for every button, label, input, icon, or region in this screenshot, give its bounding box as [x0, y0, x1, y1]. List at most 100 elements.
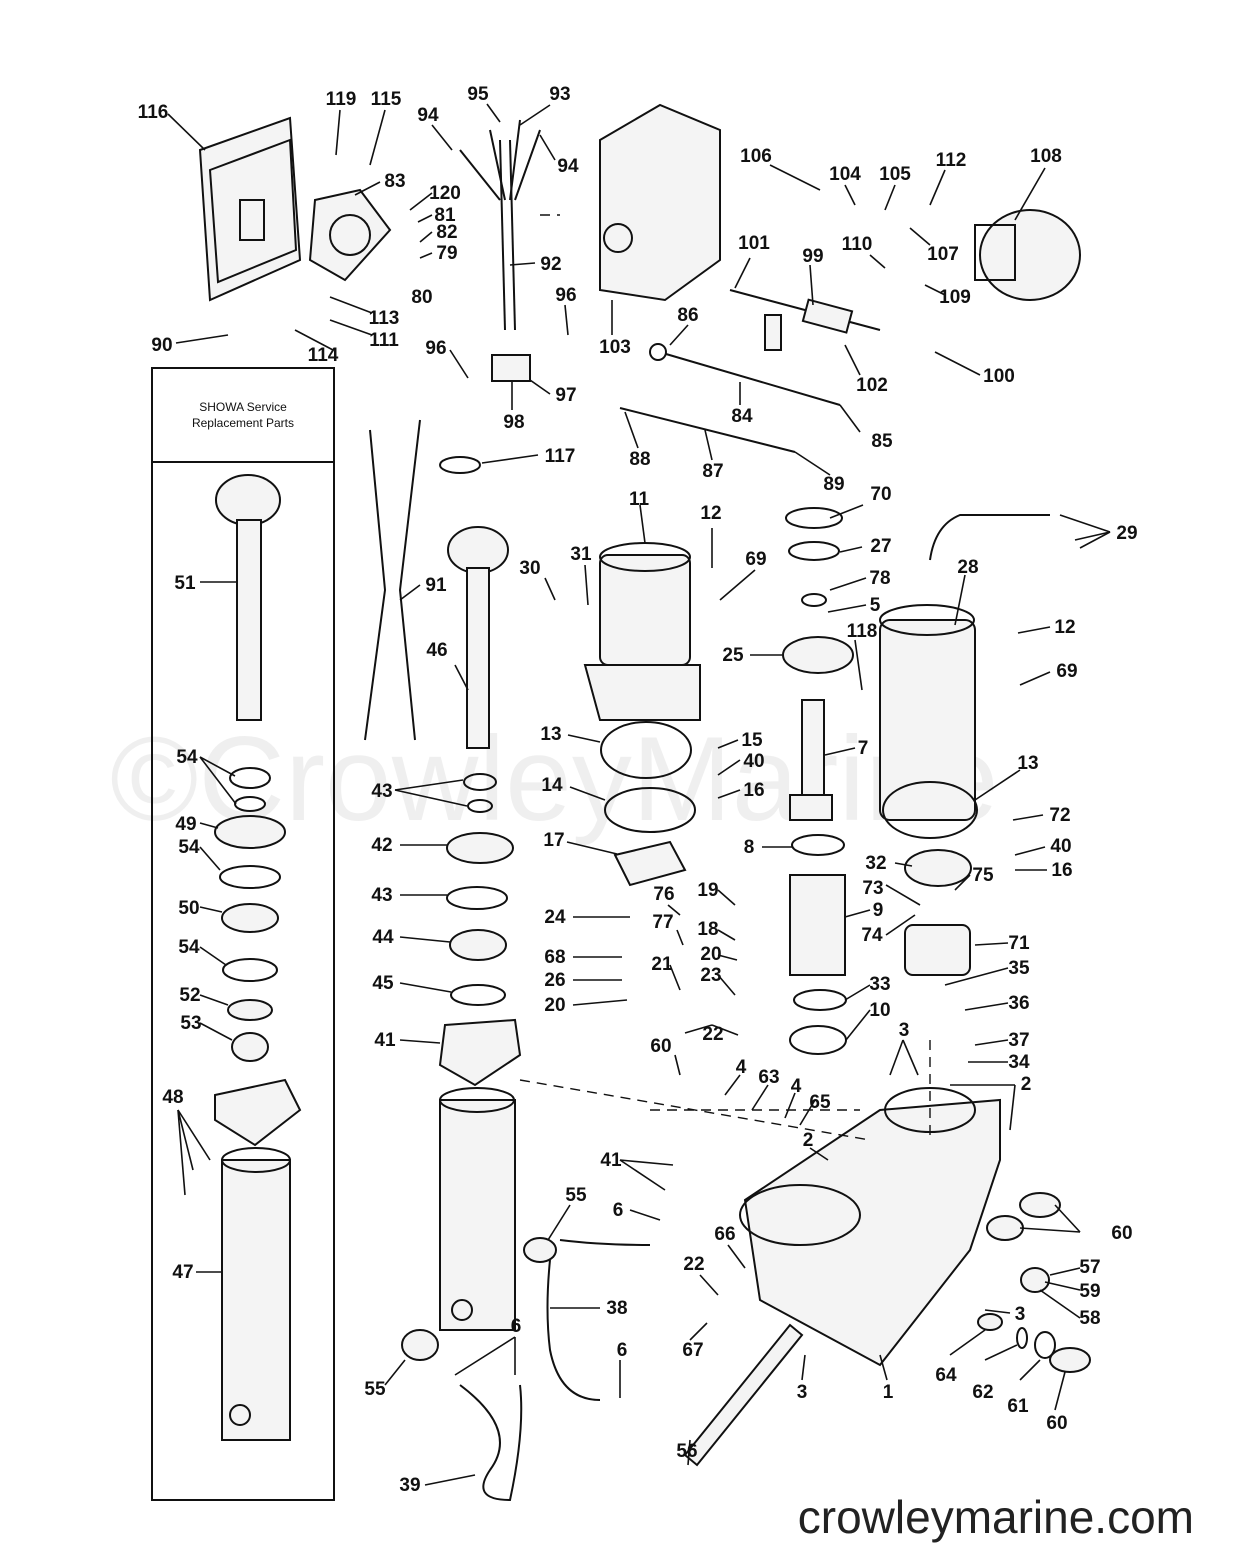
callout-label: 83	[384, 171, 405, 192]
callout-label: 104	[829, 164, 861, 185]
part-tilt-rod	[215, 474, 281, 721]
part-motor-harness	[364, 419, 421, 741]
callout-label: 34	[1008, 1052, 1030, 1073]
callout-label: 17	[543, 830, 564, 851]
callout-label: 15	[741, 730, 763, 751]
callout-label: 44	[372, 927, 394, 948]
callout-label: 55	[364, 1379, 386, 1400]
part-hydraulic-lines	[459, 1239, 651, 1502]
callout-label: 110	[842, 234, 873, 255]
callout-label: 105	[879, 164, 911, 185]
callout-label: 65	[809, 1092, 831, 1113]
callout-label: 102	[856, 375, 888, 396]
callout-label: 10	[869, 1000, 890, 1021]
callout-label: 82	[436, 222, 457, 243]
part-trim-stack	[446, 773, 514, 1006]
callout-label: 43	[371, 781, 392, 802]
callout-label: 36	[1008, 993, 1029, 1014]
callout-label: 111	[369, 330, 399, 351]
callout-label: 77	[652, 912, 673, 933]
part-bushings	[401, 1237, 557, 1361]
callout-label: 20	[700, 944, 721, 965]
callout-label: 6	[511, 1316, 522, 1337]
callout-label: 95	[467, 84, 489, 105]
callout-label: 86	[677, 305, 698, 326]
callout-label: 68	[544, 947, 565, 968]
callout-label: 13	[1017, 753, 1038, 774]
callout-label: 29	[1116, 523, 1137, 544]
callout-label: 96	[555, 285, 576, 306]
callout-label: 3	[797, 1382, 808, 1403]
callout-label: 43	[371, 885, 392, 906]
callout-label: 76	[653, 884, 674, 905]
callout-label: 75	[972, 865, 994, 886]
callout-label: 112	[936, 150, 967, 171]
callout-label: 46	[426, 640, 447, 661]
callout-label: 78	[869, 568, 890, 589]
callout-label: 6	[613, 1200, 624, 1221]
callout-label: 11	[629, 489, 650, 510]
callout-label: 97	[555, 385, 576, 406]
callout-label: 18	[697, 919, 718, 940]
callout-label: 25	[722, 645, 744, 666]
part-valve-body	[904, 849, 972, 976]
callout-label: 64	[935, 1365, 957, 1386]
callout-label: 3	[899, 1020, 910, 1041]
site-url: crowleymarine.com	[798, 1491, 1194, 1543]
service-box-title-line2: Replacement Parts	[192, 416, 294, 430]
callout-label: 52	[179, 985, 200, 1006]
part-battery-cable	[649, 343, 841, 406]
callout-label: 74	[861, 925, 883, 946]
part-o-ring-13-right	[882, 781, 978, 839]
callout-label: 26	[544, 970, 565, 991]
callout-label: 13	[540, 724, 561, 745]
callout-label: 12	[1054, 617, 1075, 638]
callout-label: 85	[871, 431, 893, 452]
callout-label: 57	[1079, 1257, 1100, 1278]
callout-label: 40	[743, 751, 764, 772]
callout-label: 60	[650, 1036, 671, 1057]
part-switch-housing	[198, 116, 302, 302]
leader-lines	[167, 103, 1111, 1486]
callout-label: 116	[138, 102, 169, 123]
callout-label: 113	[369, 308, 400, 329]
part-tilt-stack	[214, 767, 286, 1062]
callout-label: 54	[178, 837, 200, 858]
callout-label: 119	[326, 89, 357, 110]
callout-label: 100	[983, 366, 1015, 387]
callout-label: 14	[541, 775, 563, 796]
callout-label: 37	[1008, 1030, 1029, 1051]
service-box-title-line1: SHOWA Service	[199, 400, 287, 414]
callout-label: 1	[883, 1382, 894, 1403]
part-trim-gauge	[974, 209, 1081, 301]
callout-label: 72	[1049, 805, 1070, 826]
callout-label: 5	[870, 595, 881, 616]
callout-label: 21	[651, 954, 673, 975]
callout-label: 109	[939, 287, 971, 308]
callout-label: 41	[600, 1150, 622, 1171]
callout-label: 80	[411, 287, 432, 308]
callout-label: 70	[870, 484, 891, 505]
callout-label: 69	[745, 549, 766, 570]
part-pump-motor	[583, 542, 701, 721]
callout-label: 117	[545, 446, 576, 467]
callout-label: 23	[700, 965, 721, 986]
callout-label: 108	[1030, 146, 1062, 167]
callout-label: 69	[1056, 661, 1077, 682]
callout-label: 8	[744, 837, 755, 858]
callout-label: 35	[1008, 958, 1030, 979]
callout-label: 22	[683, 1254, 704, 1275]
callout-label: 39	[399, 1475, 420, 1496]
callout-label: 59	[1079, 1281, 1100, 1302]
part-trim-rod	[447, 526, 509, 749]
callout-label: 71	[1008, 933, 1030, 954]
callout-label: 49	[175, 814, 196, 835]
part-pin	[683, 1323, 804, 1467]
callout-label: 47	[172, 1262, 193, 1283]
callout-label: 41	[374, 1030, 396, 1051]
callout-label: 60	[1111, 1223, 1132, 1244]
callout-label: 114	[308, 345, 339, 366]
callout-label: 28	[957, 557, 978, 578]
callout-label: 96	[425, 338, 446, 359]
